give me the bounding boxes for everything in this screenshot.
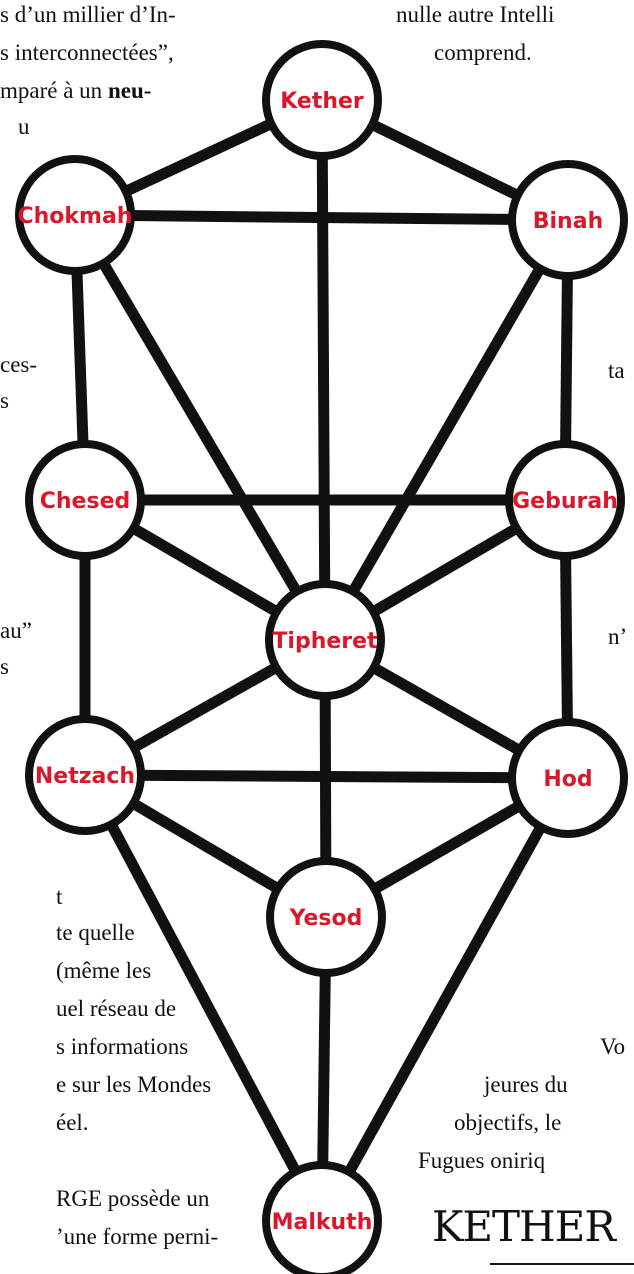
- sephira-circle-geburah: [505, 440, 625, 560]
- right-text-line-3: ta: [608, 358, 625, 383]
- left-text-line-7: au”: [0, 618, 32, 643]
- sephira-label-kether: Kether: [280, 89, 364, 114]
- right-text-line-4: n’: [608, 624, 628, 649]
- sephira-chokmah: Chokmah: [15, 155, 135, 275]
- sephira-label-netzach: Netzach: [35, 764, 135, 789]
- sephira-malkuth: Malkuth: [262, 1161, 382, 1274]
- sephira-circle-hod: [508, 718, 628, 838]
- sephira-label-yesod: Yesod: [289, 906, 363, 931]
- sephira-label-binah: Binah: [533, 209, 603, 234]
- left-text-line-8: s: [0, 654, 9, 679]
- sephira-geburah: Geburah: [505, 440, 625, 560]
- left-text-line-6: s: [0, 388, 9, 413]
- kether-logo-rule: [490, 1263, 634, 1265]
- path-kether-tipheret: [316, 94, 331, 646]
- left-text-line-17: ’une forme perni-: [56, 1224, 219, 1249]
- sephira-tipheret: Tipheret: [265, 580, 385, 700]
- left-text-line-4: u: [18, 114, 30, 139]
- sephira-circle-chokmah: [15, 155, 135, 275]
- sephira-kether: Kether: [262, 40, 382, 160]
- kether-logo: KETHER: [418, 1200, 634, 1270]
- sephira-label-geburah: Geburah: [512, 489, 618, 514]
- left-text-line-15: éel.: [56, 1110, 89, 1135]
- left-text-line-11: (même les: [56, 958, 152, 983]
- right-text-line-8: Fugues oniriq: [418, 1148, 546, 1173]
- right-text-line-7: objectifs, le: [454, 1110, 562, 1135]
- left-text-line-16: RGE possède un: [56, 1186, 210, 1211]
- sephira-label-malkuth: Malkuth: [272, 1210, 373, 1235]
- sephira-hod: Hod: [508, 718, 628, 838]
- path-hod-malkuth: [316, 772, 574, 1227]
- sephira-circle-chesed: [25, 440, 145, 560]
- left-text-line-14: e sur les Mondes: [56, 1072, 212, 1097]
- right-text-line-5: Vo: [600, 1034, 626, 1059]
- sephira-label-tipheret: Tipheret: [272, 629, 378, 654]
- path-netzach-malkuth: [79, 769, 328, 1227]
- path-chokmah-tipheret: [69, 209, 331, 646]
- path-chokmah-binah: [69, 209, 574, 226]
- sephira-yesod: Yesod: [266, 857, 386, 977]
- sephira-label-chesed: Chesed: [40, 489, 131, 514]
- left-text-line-1: s d’un millier d’In-: [0, 2, 176, 27]
- sephira-circle-malkuth: [262, 1161, 382, 1274]
- left-text-line-2: s interconnectées”,: [0, 40, 174, 65]
- path-binah-tipheret: [319, 214, 574, 646]
- sephira-circle-tipheret: [265, 580, 385, 700]
- left-text-bold-word: neu-: [107, 78, 152, 103]
- right-text-line-6: jeures du: [484, 1072, 568, 1097]
- sephira-netzach: Netzach: [25, 715, 145, 835]
- left-text-line-10: te quelle: [56, 920, 135, 945]
- left-text-line-9: t: [56, 884, 63, 909]
- left-text-line-12: uel réseau de: [56, 996, 177, 1021]
- sephira-circle-netzach: [25, 715, 145, 835]
- kether-logo-text: KETHER: [432, 1202, 616, 1251]
- sephira-binah: Binah: [508, 160, 628, 280]
- left-text-line-3-regular: mparé à un: [0, 78, 108, 103]
- sephira-chesed: Chesed: [25, 440, 145, 560]
- right-text-line-1: nulle autre Intelli: [396, 2, 555, 27]
- path-netzach-hod: [79, 769, 574, 784]
- sephira-label-chokmah: Chokmah: [18, 204, 133, 229]
- right-text-line-2: comprend.: [434, 40, 532, 65]
- sephira-circle-yesod: [266, 857, 386, 977]
- left-text-line-5: ces-: [0, 352, 38, 377]
- sephira-circle-kether: [262, 40, 382, 160]
- sephira-label-hod: Hod: [543, 767, 592, 792]
- left-text-line-13: s informations: [56, 1034, 189, 1059]
- left-text-line-3: mparé à un neu-: [0, 76, 260, 106]
- sephira-circle-binah: [508, 160, 628, 280]
